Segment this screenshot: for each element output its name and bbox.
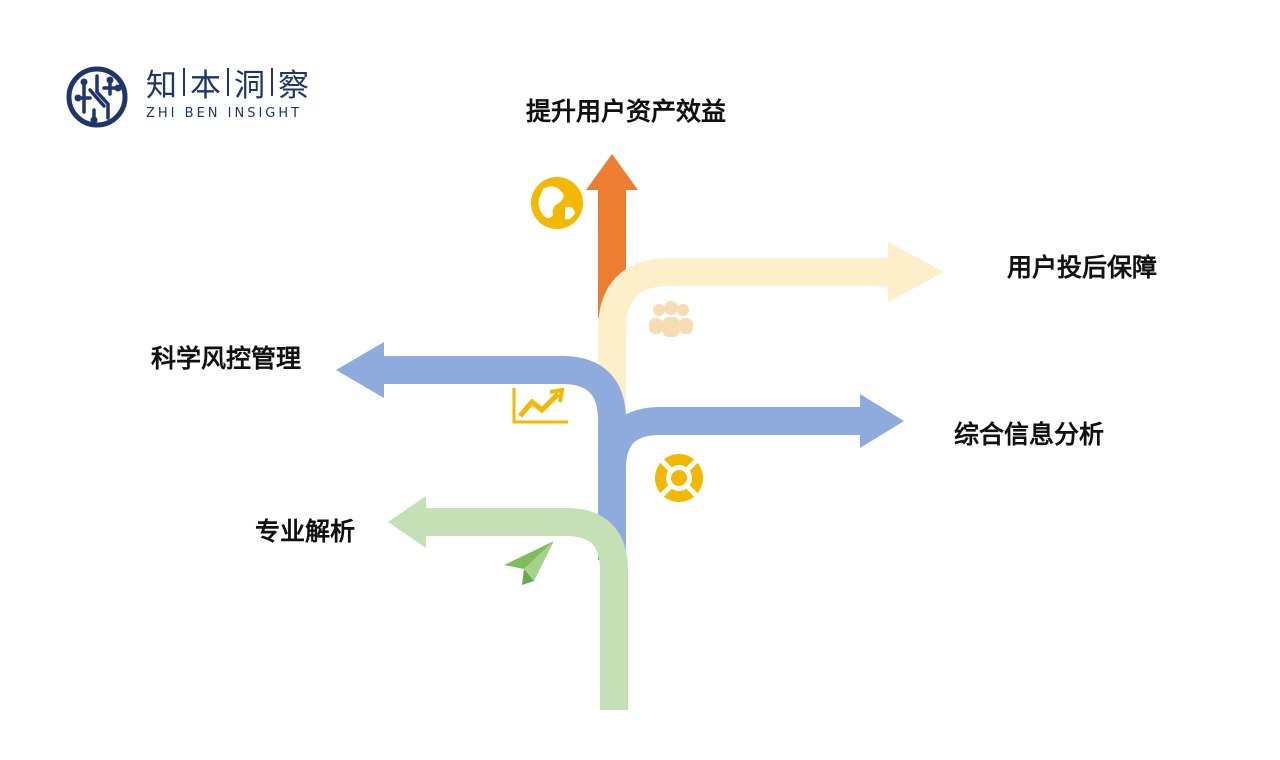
- brand-logo: 知 本 洞 察 ZHI BEN INSIGHT: [64, 62, 324, 132]
- label-post-investment-protection: 用户投后保障: [1007, 253, 1157, 282]
- logo-circuit-icon: [66, 66, 128, 128]
- brand-char: 察: [278, 67, 310, 104]
- brand-name-en: ZHI BEN INSIGHT: [146, 106, 303, 121]
- brand-separator: [183, 68, 185, 96]
- label-comprehensive-info-analysis: 综合信息分析: [954, 420, 1104, 449]
- growth-chart-icon: [512, 387, 568, 424]
- arrow-blue-right: [598, 394, 904, 530]
- paper-plane-icon: [504, 541, 554, 585]
- label-risk-control-management: 科学风控管理: [151, 344, 301, 373]
- brand-char: 知: [146, 67, 178, 104]
- brand-name-cn: 知 本 洞 察: [146, 62, 310, 104]
- brand-char: 本: [190, 67, 222, 104]
- arrow-blue-left: [336, 342, 626, 560]
- arrow-green-left: [388, 496, 628, 710]
- users-icon: [649, 301, 693, 337]
- label-enhance-user-asset-returns: 提升用户资产效益: [526, 97, 726, 126]
- brand-separator: [271, 68, 273, 96]
- brand-char: 洞: [234, 67, 266, 104]
- label-professional-analysis: 专业解析: [255, 517, 355, 546]
- globe-icon: [531, 177, 583, 229]
- arrow-cream-right: [598, 242, 944, 440]
- lifebuoy-icon: [655, 454, 703, 502]
- brand-separator: [227, 68, 229, 96]
